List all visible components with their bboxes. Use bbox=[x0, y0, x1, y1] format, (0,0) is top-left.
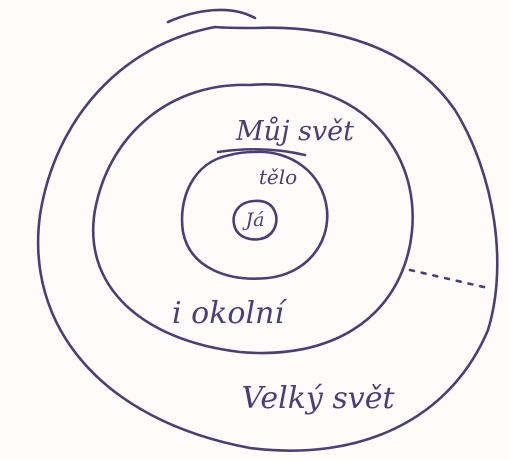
outer-ring-top-flourish bbox=[166, 8, 257, 24]
label-my-world: Můj svět bbox=[235, 115, 354, 147]
label-big-world: Velký svět bbox=[241, 381, 395, 416]
middle-ring-my-world bbox=[92, 83, 414, 355]
inner-ring-body bbox=[180, 150, 329, 280]
label-this-body: tělo bbox=[259, 165, 297, 189]
label-surroundings: i okolní bbox=[172, 296, 287, 331]
center-circle-self bbox=[232, 199, 278, 241]
dotted-pointer-line bbox=[408, 268, 490, 290]
outer-ring-big-world bbox=[36, 25, 499, 452]
label-underline-stroke bbox=[216, 148, 307, 157]
label-self: Já bbox=[242, 209, 265, 231]
